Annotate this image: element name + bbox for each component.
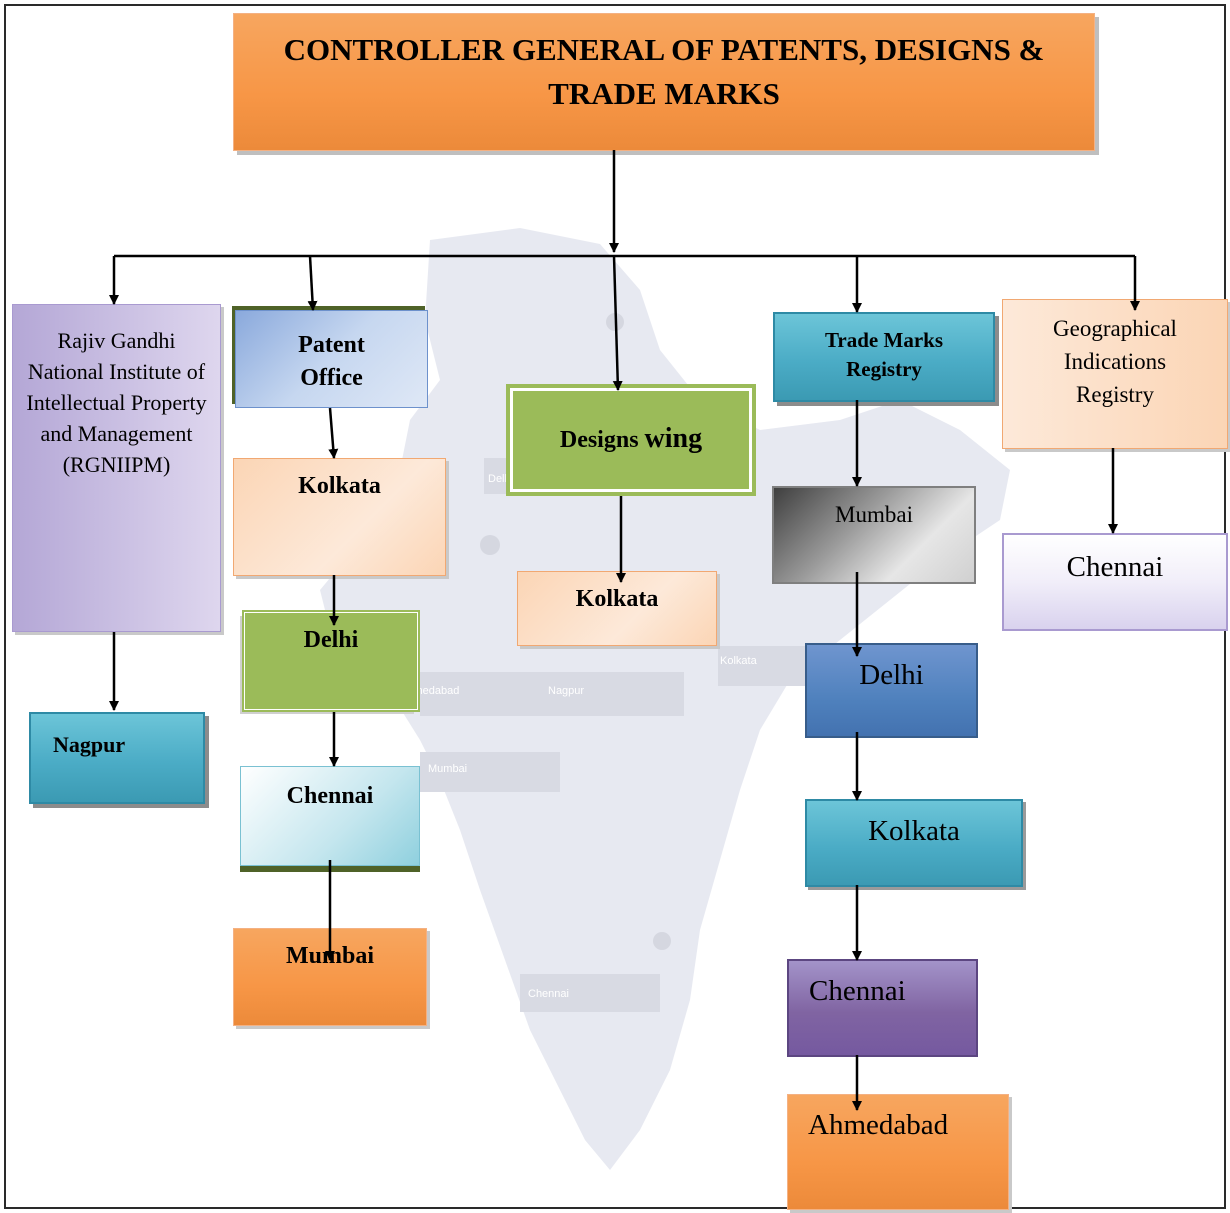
gi-registry-box: Geographical Indications Registry — [1002, 299, 1228, 449]
patent-office-label: Patent Office — [298, 332, 365, 391]
tm-chennai-box: Chennai — [787, 959, 978, 1057]
map-label-bg — [420, 672, 684, 716]
trade-marks-box: Trade Marks Registry — [773, 312, 995, 402]
rgniipm-box: Rajiv Gandhi National Institute of Intel… — [12, 304, 221, 632]
tm-mumbai-box: Mumbai — [772, 486, 976, 584]
designs-kolkata-label: Kolkata — [575, 586, 659, 612]
tm-kolkata-label: Kolkata — [868, 815, 960, 847]
map-dot — [606, 313, 624, 331]
map-label: Mumbai — [428, 763, 467, 775]
patent-kolkata-label: Kolkata — [298, 473, 381, 499]
map-dot — [480, 535, 500, 555]
designs-kolkata-box: Kolkata — [517, 571, 717, 646]
trade-marks-label: Trade Marks Registry — [824, 328, 943, 381]
patent-office-box: Patent Office — [235, 310, 428, 408]
patent-delhi-label: Delhi — [303, 627, 359, 653]
gi-chennai-box: Chennai — [1002, 533, 1228, 631]
map-label: Kolkata — [720, 655, 758, 667]
tm-delhi-label: Delhi — [859, 659, 924, 691]
patent-chennai-box: Chennai — [240, 766, 420, 866]
diagram-title: CONTROLLER GENERAL OF PATENTS, DESIGNS &… — [283, 32, 1045, 111]
patent-kolkata-box: Kolkata — [233, 458, 446, 576]
map-label-bg — [718, 646, 808, 686]
tm-kolkata-box: Kolkata — [805, 799, 1023, 887]
rgniipm-nagpur-box: Nagpur — [29, 712, 205, 804]
patent-chennai-label: Chennai — [286, 783, 374, 809]
rgniipm-label: Rajiv Gandhi National Institute of Intel… — [26, 328, 207, 477]
patent-mumbai-label: Mumbai — [285, 943, 374, 969]
patent-mumbai-box: Mumbai — [233, 928, 427, 1026]
tm-ahmedabad-box: Ahmedabad — [787, 1094, 1009, 1210]
gi-registry-label: Geographical Indications Registry — [1053, 316, 1177, 407]
map-label: Delhi — [488, 473, 513, 485]
gi-chennai-label: Chennai — [1066, 551, 1164, 583]
patent-delhi-box: Delhi — [242, 610, 420, 712]
tm-mumbai-label: Mumbai — [835, 502, 913, 527]
map-label: Chennai — [528, 988, 569, 1000]
designs-wing-label: Designs wing — [559, 423, 703, 454]
tm-delhi-box: Delhi — [805, 643, 978, 738]
map-label-bg — [520, 974, 660, 1012]
designs-wing-box: Designs wing — [506, 384, 756, 496]
rgniipm-nagpur-label: Nagpur — [53, 732, 126, 757]
title-box: CONTROLLER GENERAL OF PATENTS, DESIGNS &… — [233, 13, 1095, 151]
tm-ahmedabad-label: Ahmedabad — [808, 1109, 949, 1141]
map-label-bg — [484, 458, 514, 494]
map-dot — [653, 932, 671, 950]
map-label-bg — [420, 752, 560, 792]
map-label: Nagpur — [548, 685, 584, 697]
tm-chennai-label: Chennai — [809, 975, 906, 1007]
